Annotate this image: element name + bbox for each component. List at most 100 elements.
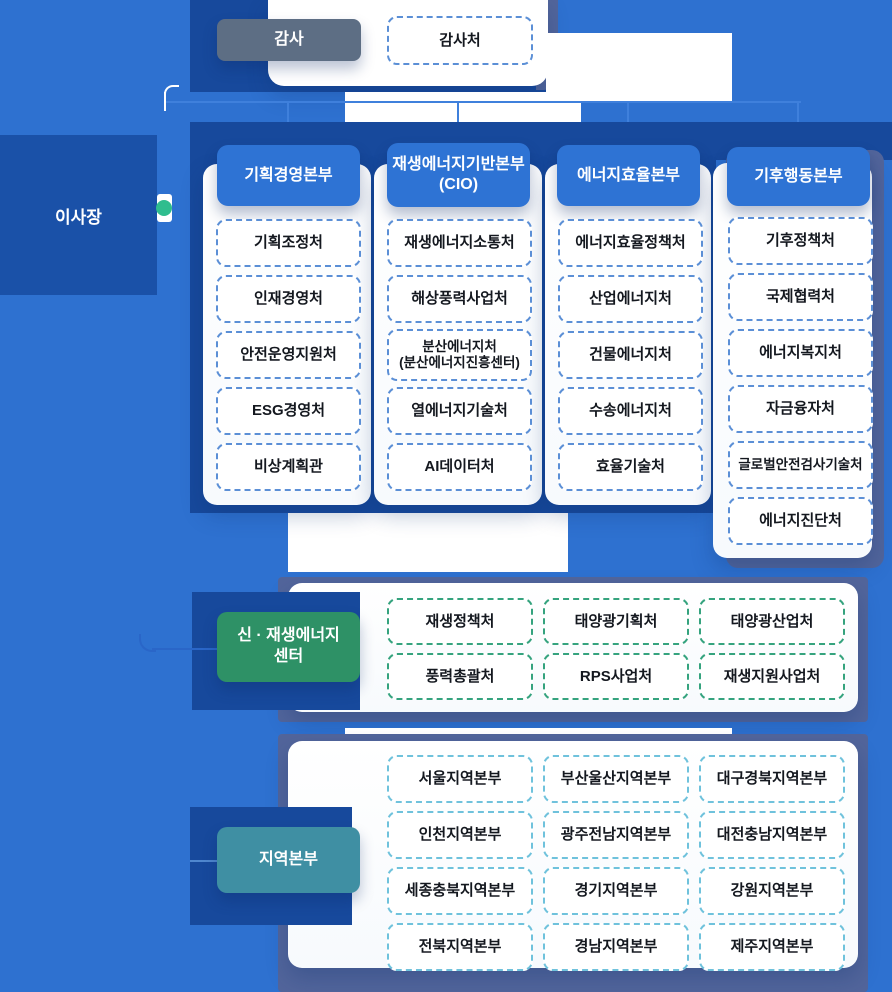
dept-label: 분산에너지처 (분산에너지진흥센터) — [399, 338, 520, 370]
dept-box: AI데이터처 — [387, 443, 532, 491]
dept-box: 효율기술처 — [558, 443, 703, 491]
branch-label: 강원지역본부 — [730, 882, 814, 899]
dept-label: 효율기술처 — [595, 458, 665, 475]
decor-white-block-topright — [546, 33, 732, 103]
dept-label: 기획조정처 — [253, 234, 323, 251]
green-dot-icon — [156, 200, 172, 216]
division-header-climate: 기후행동본부 — [727, 147, 870, 206]
dept-box: 안전운영지원처 — [216, 331, 361, 379]
branch-box: 제주지역본부 — [699, 923, 845, 971]
branch-box: 세종충북지역본부 — [387, 867, 533, 915]
center-dept-box: 태양광기획처 — [543, 598, 689, 645]
branch-box: 전북지역본부 — [387, 923, 533, 971]
center-label: 신 · 재생에너지 센터 — [237, 627, 340, 665]
division-header-efficiency: 에너지효율본부 — [557, 145, 700, 206]
dept-box: 산업에너지처 — [558, 275, 703, 323]
dept-label: 국제협력처 — [765, 288, 835, 305]
dept-box: 에너지복지처 — [728, 329, 873, 377]
connector-horizontal-main — [166, 101, 801, 103]
branch-label: 부산울산지역본부 — [560, 770, 672, 787]
regional-label: 지역본부 — [259, 850, 318, 868]
dept-label: 에너지진단처 — [759, 512, 842, 529]
dept-box: 기획조정처 — [216, 219, 361, 267]
dept-box: 에너지진단처 — [728, 497, 873, 545]
branch-label: 광주전남지역본부 — [560, 826, 672, 843]
dept-label: 수송에너지처 — [589, 402, 672, 419]
branch-box: 인천지역본부 — [387, 811, 533, 859]
dept-label: 풍력총괄처 — [425, 667, 495, 685]
dept-label: 산업에너지처 — [589, 290, 672, 307]
dept-label: 재생에너지소통처 — [404, 234, 515, 251]
dept-label: 안전운영지원처 — [240, 346, 337, 363]
dept-box: ESG경영처 — [216, 387, 361, 435]
division-header-label: 기후행동본부 — [754, 167, 843, 185]
center-dept-box: 태양광산업처 — [699, 598, 845, 645]
dept-box: 분산에너지처 (분산에너지진흥센터) — [387, 329, 532, 381]
branch-label: 대전충남지역본부 — [716, 826, 828, 843]
center-dept-box: 재생정책처 — [387, 598, 533, 645]
dept-label: 태양광산업처 — [730, 612, 814, 630]
dept-label: RPS사업처 — [579, 667, 653, 685]
dept-label: 자금융자처 — [765, 400, 835, 417]
dept-label: ESG경영처 — [251, 402, 326, 419]
dept-label: 에너지복지처 — [759, 344, 842, 361]
division-header-label: 재생에너지기반본부 (CIO) — [392, 156, 525, 193]
branch-box: 부산울산지역본부 — [543, 755, 689, 803]
dept-label: 해상풍력사업처 — [411, 290, 508, 307]
audit-office-box: 감사처 — [387, 16, 533, 65]
branch-label: 전북지역본부 — [418, 938, 502, 955]
division-header-planning: 기획경영본부 — [217, 145, 360, 206]
connector-corner-center — [139, 634, 156, 652]
audit-office-label: 감사처 — [439, 31, 481, 49]
dept-label: 재생정책처 — [425, 612, 495, 630]
connector-corner-top — [164, 85, 179, 96]
dept-box: 자금융자처 — [728, 385, 873, 433]
dept-box: 국제협력처 — [728, 273, 873, 321]
regional-box: 지역본부 — [217, 827, 360, 893]
dept-box: 인재경영처 — [216, 275, 361, 323]
branch-label: 경기지역본부 — [574, 882, 658, 899]
dept-box: 열에너지기술처 — [387, 387, 532, 435]
center-box: 신 · 재생에너지 센터 — [217, 612, 360, 682]
center-dept-box: 재생지원사업처 — [699, 653, 845, 700]
dept-label: 기후정책처 — [765, 232, 835, 249]
dept-box: 에너지효율정책처 — [558, 219, 703, 267]
dept-label: 건물에너지처 — [589, 346, 672, 363]
branch-box: 경기지역본부 — [543, 867, 689, 915]
branch-box: 경남지역본부 — [543, 923, 689, 971]
branch-box: 대구경북지역본부 — [699, 755, 845, 803]
center-dept-box: 풍력총괄처 — [387, 653, 533, 700]
dept-label: AI데이터처 — [424, 458, 495, 475]
dept-label: 열에너지기술처 — [411, 402, 508, 419]
branch-box: 광주전남지역본부 — [543, 811, 689, 859]
branch-label: 세종충북지역본부 — [404, 882, 516, 899]
division-header-renewable-base: 재생에너지기반본부 (CIO) — [387, 143, 530, 207]
dept-box: 비상계획관 — [216, 443, 361, 491]
branch-label: 서울지역본부 — [418, 770, 502, 787]
dept-box: 글로벌안전검사기술처 — [728, 441, 873, 489]
connector-center — [152, 648, 217, 650]
auditor-box: 감사 — [217, 19, 361, 61]
dept-label: 태양광기획처 — [574, 612, 658, 630]
dept-label: 글로벌안전검사기술처 — [738, 456, 863, 472]
dept-box: 해상풍력사업처 — [387, 275, 532, 323]
dept-box: 건물에너지처 — [558, 331, 703, 379]
branch-box: 강원지역본부 — [699, 867, 845, 915]
dept-label: 인재경영처 — [253, 290, 323, 307]
branch-box: 서울지역본부 — [387, 755, 533, 803]
connector-trunk-white — [164, 92, 166, 111]
dept-label: 에너지효율정책처 — [575, 234, 686, 251]
branch-label: 제주지역본부 — [730, 938, 814, 955]
dept-box: 기후정책처 — [728, 217, 873, 265]
connector-regional — [190, 860, 217, 862]
dept-box: 수송에너지처 — [558, 387, 703, 435]
center-dept-box: RPS사업처 — [543, 653, 689, 700]
auditor-label: 감사 — [274, 30, 304, 48]
dept-label: 재생지원사업처 — [723, 667, 821, 685]
chairman-box: 이사장 — [0, 135, 157, 295]
branch-box: 대전충남지역본부 — [699, 811, 845, 859]
decor-white-band — [345, 92, 581, 125]
chairman-label: 이사장 — [55, 207, 102, 227]
division-header-label: 에너지효율본부 — [576, 166, 681, 184]
